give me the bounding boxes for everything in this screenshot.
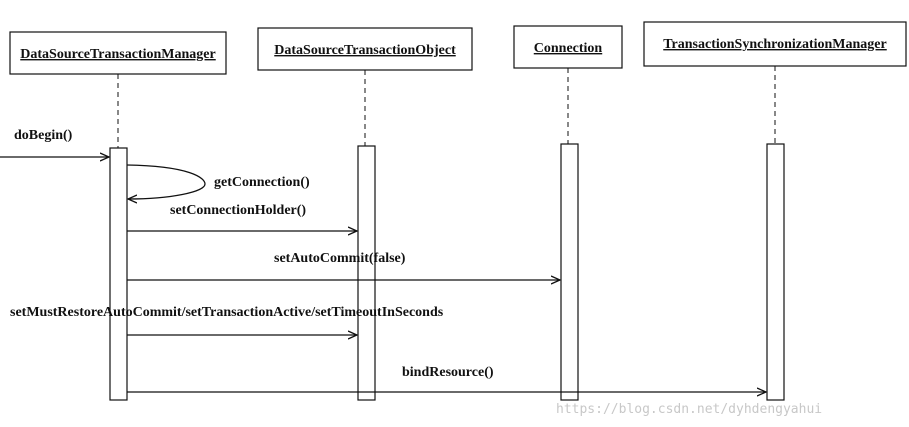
participant-datasourcetransactionobject: DataSourceTransactionObject [257, 27, 473, 401]
participant-label: TransactionSynchronizationManager [663, 37, 887, 52]
message-setautocommit: setAutoCommit(false) [127, 251, 560, 280]
message-dobegin: doBegin() [0, 128, 109, 157]
participant-label: DataSourceTransactionManager [20, 47, 215, 62]
message-label: setConnectionHolder() [170, 203, 306, 218]
message-setconnectionholder: setConnectionHolder() [127, 203, 357, 231]
message-bindresource: bindResource() [127, 365, 766, 392]
activation-bar [560, 143, 579, 401]
message-label: setMustRestoreAutoCommit/setTransactionA… [10, 305, 444, 320]
message-label: bindResource() [402, 365, 494, 380]
message-getconnection: getConnection() [126, 164, 310, 199]
watermark-text: https://blog.csdn.net/dyhdengyahui [556, 402, 822, 417]
participant-transactionsynchronizationmanager: TransactionSynchronizationManager [643, 21, 907, 401]
participant-datasourcetransactionmanager: DataSourceTransactionManager [9, 31, 227, 401]
self-call-arrow [126, 164, 206, 199]
message-label: doBegin() [14, 128, 73, 143]
activation-bar [109, 147, 128, 401]
participant-connection: Connection [513, 25, 623, 401]
message-label: getConnection() [214, 175, 310, 190]
activation-bar [766, 143, 785, 401]
participant-label: DataSourceTransactionObject [274, 43, 456, 58]
participant-label: Connection [534, 41, 603, 56]
activation-bar [357, 145, 376, 401]
message-label: setAutoCommit(false) [274, 251, 406, 266]
message-setmustrestore: setMustRestoreAutoCommit/setTransactionA… [10, 305, 444, 335]
